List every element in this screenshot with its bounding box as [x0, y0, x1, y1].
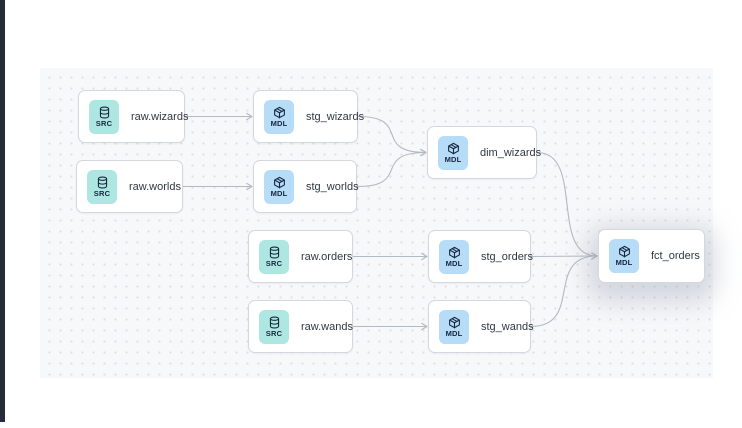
- cube-icon: [448, 316, 461, 329]
- cube-icon: [448, 246, 461, 259]
- database-icon: [268, 316, 281, 329]
- node-name-label: raw.orders: [301, 250, 353, 263]
- node-stg-orders[interactable]: MDL stg_orders: [428, 230, 533, 283]
- node-type-badge: MDL: [264, 99, 294, 134]
- node-name-label: raw.wizards: [131, 110, 189, 123]
- node-name-label: stg_orders: [481, 250, 533, 263]
- node-raw-worlds[interactable]: SRC raw.worlds: [76, 160, 183, 213]
- node-stg-worlds[interactable]: MDL stg_worlds: [253, 160, 359, 213]
- node-type-badge: MDL: [264, 169, 294, 204]
- node-type-label: MDL: [445, 258, 463, 268]
- cube-icon: [618, 245, 631, 258]
- database-icon: [268, 246, 281, 259]
- cube-icon: [273, 106, 286, 119]
- node-name-label: fct_orders: [651, 250, 700, 262]
- node-raw-orders[interactable]: SRC raw.orders: [248, 230, 353, 283]
- database-icon: [98, 106, 111, 119]
- node-type-label: MDL: [444, 154, 462, 164]
- node-raw-wands[interactable]: SRC raw.wands: [248, 300, 353, 353]
- node-type-badge: SRC: [87, 169, 117, 204]
- node-type-label: MDL: [270, 188, 288, 198]
- node-fct-orders[interactable]: MDL fct_orders: [598, 229, 705, 283]
- node-raw-wizards[interactable]: SRC raw.wizards: [78, 90, 189, 143]
- node-stg-wands[interactable]: MDL stg_wands: [428, 300, 534, 353]
- node-name-label: dim_wizards: [480, 146, 542, 159]
- cube-icon: [273, 176, 286, 189]
- node-type-badge: SRC: [259, 239, 289, 274]
- database-icon: [96, 176, 109, 189]
- node-type-label: MDL: [615, 258, 633, 268]
- node-dim-wizards[interactable]: MDL dim_wizards: [427, 126, 541, 179]
- node-type-badge: MDL: [439, 309, 469, 344]
- left-edge-bar: [0, 0, 5, 422]
- node-type-label: SRC: [265, 328, 283, 338]
- node-type-label: SRC: [95, 118, 113, 128]
- node-name-label: stg_worlds: [306, 180, 359, 193]
- node-name-label: raw.worlds: [129, 180, 181, 193]
- node-type-badge: MDL: [439, 239, 469, 274]
- node-type-badge: SRC: [259, 309, 289, 344]
- node-type-label: SRC: [93, 188, 111, 198]
- node-stg-wizards[interactable]: MDL stg_wizards: [253, 90, 364, 143]
- node-type-badge: MDL: [609, 239, 639, 273]
- node-type-label: MDL: [270, 118, 288, 128]
- node-type-badge: SRC: [89, 99, 119, 134]
- node-type-badge: MDL: [438, 135, 468, 170]
- cube-icon: [447, 142, 460, 155]
- node-name-label: stg_wizards: [306, 110, 365, 123]
- node-type-label: MDL: [445, 328, 463, 338]
- node-type-label: SRC: [265, 258, 283, 268]
- node-name-label: raw.wands: [301, 320, 353, 333]
- node-name-label: stg_wands: [481, 320, 534, 333]
